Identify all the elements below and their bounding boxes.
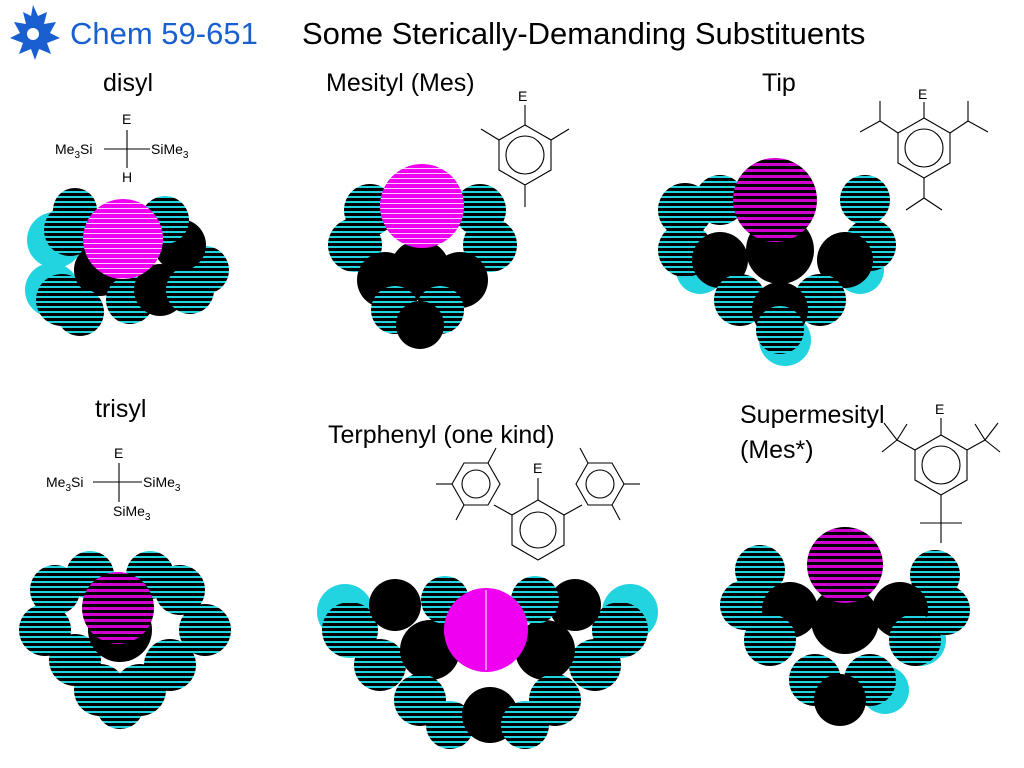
label-supermesityl-1: Supermesityl — [740, 401, 885, 429]
mesityl-model — [328, 164, 517, 349]
terphenyl-structure — [436, 447, 640, 561]
disyl-model — [25, 188, 229, 336]
course-title: Chem 59-651 — [70, 16, 258, 51]
mesityl-structure — [480, 105, 570, 207]
label-terphenyl: Terphenyl (one kind) — [328, 421, 555, 449]
label-tip: Tip — [762, 69, 796, 97]
trisyl-right-group: SiMe3 — [143, 474, 181, 494]
disyl-left-group: Me3Si — [55, 141, 93, 161]
label-disyl: disyl — [103, 69, 154, 97]
disyl-structure — [104, 130, 150, 168]
label-mesityl: Mesityl (Mes) — [326, 69, 475, 97]
terphenyl-e-label: E — [533, 460, 543, 476]
supermesityl-e-label: E — [935, 401, 945, 417]
disyl-e-label: E — [122, 111, 132, 127]
trisyl-model — [19, 551, 231, 729]
trisyl-bottom-group: SiMe3 — [113, 503, 151, 523]
tip-e-label: E — [918, 86, 928, 102]
disyl-right-group: SiMe3 — [151, 141, 189, 161]
page-title: Some Sterically-Demanding Substituents — [302, 16, 866, 51]
tip-model — [658, 158, 896, 366]
supermesityl-model — [720, 527, 970, 726]
label-trisyl: trisyl — [95, 395, 147, 423]
trisyl-left-group: Me3Si — [46, 474, 84, 494]
disyl-h-label: H — [122, 169, 133, 185]
tip-structure — [859, 101, 989, 211]
terphenyl-model — [317, 576, 658, 749]
mesityl-e-label: E — [518, 88, 528, 104]
trisyl-e-label: E — [114, 445, 124, 461]
supermesityl-structure — [881, 418, 1001, 543]
trisyl-structure — [93, 463, 142, 502]
label-supermesityl-2: (Mes*) — [740, 436, 814, 464]
